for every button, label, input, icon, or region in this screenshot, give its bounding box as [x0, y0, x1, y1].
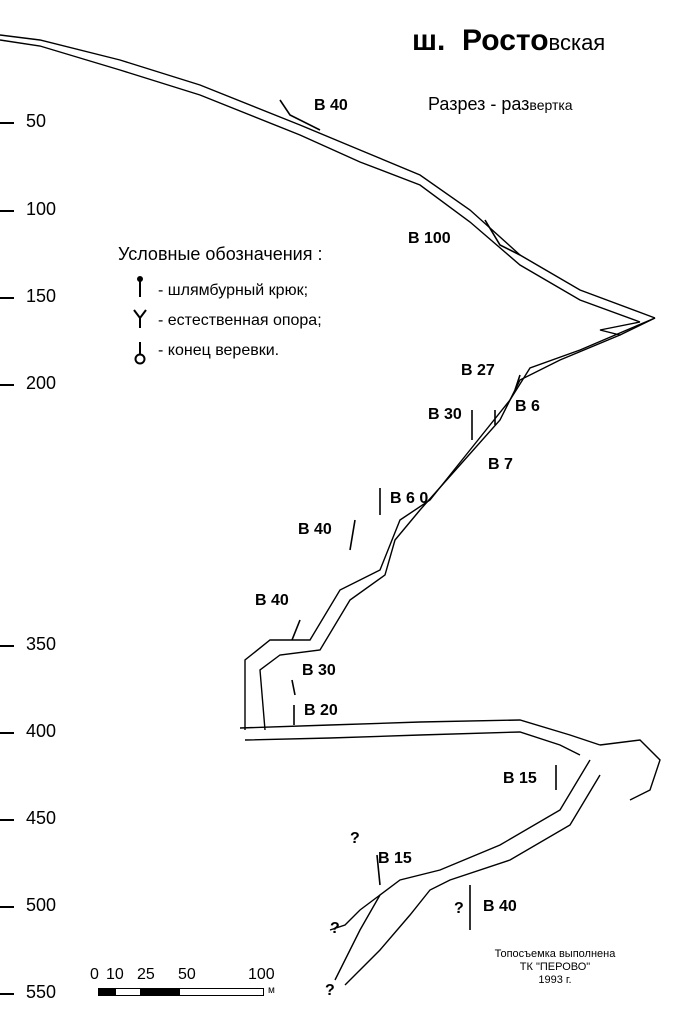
pitch-label: В 30 — [302, 662, 336, 679]
rope-end-icon — [134, 342, 146, 365]
pitch-label: В 27 — [461, 362, 495, 379]
scale-bar-track — [98, 988, 264, 996]
depth-label: 350 — [26, 634, 57, 654]
scale-label: 10 — [106, 966, 124, 983]
gallery-wall-a — [239, 719, 601, 746]
passage-upper-wall-a — [0, 34, 656, 319]
unknown-continuation-mark: ? — [454, 900, 464, 917]
passage-lower-branch — [329, 894, 381, 931]
bolt-anchor-icon — [137, 276, 143, 297]
pitch-label: В 7 — [488, 456, 513, 473]
scale-unit: м — [268, 985, 275, 996]
scale-label: 100 — [248, 966, 275, 983]
pitch-label: В 100 — [408, 230, 451, 247]
pitch-label: В 20 — [304, 702, 338, 719]
depth-label: 450 — [26, 808, 57, 828]
credit-line: Топосъемка выполнена — [494, 948, 616, 960]
pitch-label: В 30 — [428, 406, 462, 423]
scale-label: 50 — [178, 966, 196, 983]
passage-upper-wall-b — [0, 39, 641, 323]
scale-label: 0 — [90, 966, 99, 983]
unknown-continuation-mark: ? — [330, 920, 340, 937]
depth-label: 50 — [26, 111, 47, 131]
natural-anchor-icon — [133, 309, 147, 328]
passage-lower-wall-a — [334, 759, 591, 981]
passage-lower-wall-b — [344, 774, 601, 986]
credit-line: ТК "ПЕРОВО" — [519, 961, 591, 973]
credit-line: 1993 г. — [538, 974, 572, 986]
pitch-label: В 40 — [483, 898, 517, 915]
depth-label: 150 — [26, 286, 57, 306]
depth-label: 500 — [26, 895, 57, 915]
diagram-subtitle: Разрез - развертка — [428, 94, 573, 114]
side-chamber — [599, 739, 661, 801]
pitch-label: В 6 0 — [390, 490, 429, 507]
pitch-marks — [279, 99, 557, 930]
passage-middle-wall-a — [244, 317, 656, 730]
passage-turn — [599, 317, 656, 336]
legend-title: Условные обозначения : — [118, 244, 323, 264]
legend-item-bolt: - шлямбурный крюк; — [158, 282, 309, 299]
cave-title: ш. Ростовская — [412, 24, 606, 57]
pitch-label: В 15 — [503, 770, 537, 787]
legend-item-rope-end: - конец веревки. — [158, 342, 280, 359]
depth-label: 100 — [26, 199, 57, 219]
pitch-label: В 40 — [255, 592, 289, 609]
scale-label: 25 — [137, 966, 155, 983]
depth-label: 400 — [26, 721, 57, 741]
pitch-label: В 6 — [515, 398, 540, 415]
pitch-label: В 15 — [378, 850, 412, 867]
survey-credit: Топосъемка выполнена ТК "ПЕРОВО" 1993 г. — [480, 948, 630, 987]
unknown-continuation-mark: ? — [325, 982, 335, 999]
depth-label: 550 — [26, 982, 57, 1002]
gallery-wall-b — [244, 731, 581, 756]
legend-item-natural: - естественная опора; — [158, 312, 322, 329]
depth-label: 200 — [26, 373, 57, 393]
passage-middle-wall-b — [259, 334, 621, 731]
pitch-label: В 40 — [298, 521, 332, 538]
unknown-continuation-mark: ? — [350, 830, 360, 847]
pitch-label: В 40 — [314, 97, 348, 114]
